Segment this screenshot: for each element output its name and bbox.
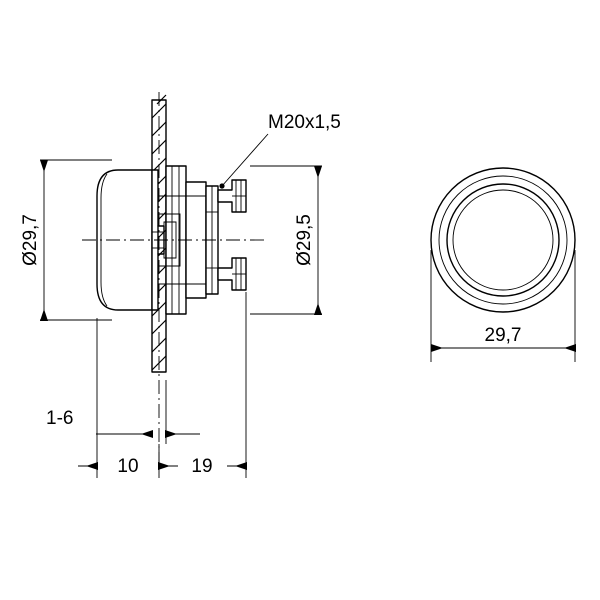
front-mid-circle — [438, 175, 568, 305]
label-front-depth: 10 — [117, 456, 138, 477]
terminal-lower — [217, 257, 247, 291]
rear-body — [152, 165, 207, 315]
dimension-panel-thickness: 1-6 — [46, 380, 200, 444]
dimension-rear-depth: 19 — [159, 292, 247, 478]
label-thread: M20x1,5 — [268, 112, 341, 133]
label-diameter-right: Ø29,5 — [294, 214, 315, 266]
dimension-diameter-left: Ø29,7 — [20, 159, 112, 321]
dimension-diameter-right: Ø29,5 — [250, 165, 322, 315]
dimension-front-view-width: 29,7 — [430, 250, 576, 362]
front-inner-circle — [452, 189, 554, 291]
label-diameter-left: Ø29,7 — [20, 214, 41, 266]
label-panel-thickness: 1-6 — [46, 408, 73, 429]
thread-callout: M20x1,5 — [219, 112, 341, 189]
side-section-view — [82, 92, 268, 470]
front-lens-circle — [446, 183, 560, 297]
terminal-upper — [217, 179, 247, 213]
contact-block — [205, 179, 247, 295]
label-rear-depth: 19 — [191, 456, 212, 477]
label-front-view-width: 29,7 — [485, 325, 522, 346]
front-view — [430, 167, 576, 313]
